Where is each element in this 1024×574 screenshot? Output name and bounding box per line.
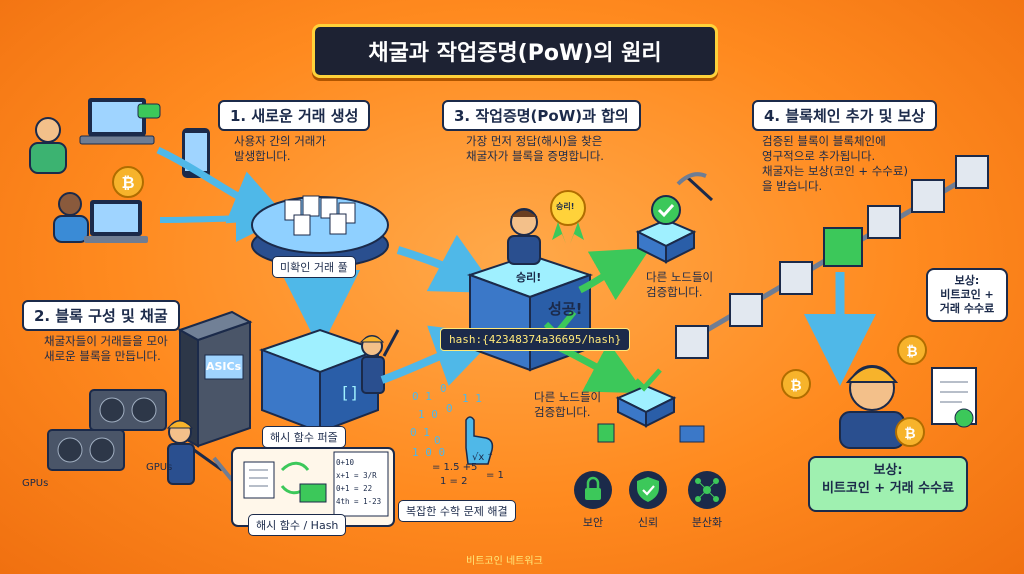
svg-text:√x ⁺: √x ⁺ (472, 452, 493, 463)
bitcoin-coin-icon: ₿ (112, 166, 144, 198)
math-lines: 0+10 x+1 = 3/R 0+1 = 22 4th = 1-23 (336, 456, 381, 508)
svg-text:[]: [] (340, 383, 359, 402)
victory-badge-text: 승리! (556, 202, 575, 211)
step4-desc-line4: 을 받습니다. (762, 179, 823, 193)
lock-icon (574, 471, 612, 509)
step4-header: 4. 블록체인 추가 및 보상 (752, 100, 938, 131)
svg-text:₿: ₿ (121, 173, 134, 192)
reward-miner-icon (839, 365, 905, 449)
svg-text:0: 0 (440, 382, 447, 395)
reward-bubble-line3: 거래 수수료 (939, 302, 995, 315)
network-nodes-icon (688, 471, 726, 509)
svg-text:1 1: 1 1 (462, 392, 482, 405)
victory-badge-icon (550, 190, 586, 244)
mining-block-cube-icon: [] (259, 328, 381, 434)
verify-node-bottom-icon (597, 368, 705, 443)
reward-box-line1: 보상: (873, 463, 903, 478)
step4-desc-line1: 검증된 블록이 블록체인에 (762, 134, 886, 148)
asics-machine-icon (177, 310, 253, 448)
svg-text:= 1: = 1 (486, 470, 504, 481)
step3-header: 3. 작업증명(PoW)과 합의 (442, 100, 641, 131)
reward-bubble-line2: 비트코인 + (940, 288, 994, 301)
blockchain-chain-icon (675, 155, 989, 359)
user-laptop-2-icon (53, 192, 148, 243)
math-line: x+1 = 3/R (336, 471, 377, 480)
math-line: 0+1 = 22 (336, 484, 373, 493)
svg-text:1 = 2: 1 = 2 (440, 476, 467, 487)
miner-with-pickaxe-icon (166, 420, 234, 485)
verify-bottom-line2: 검증합니다. (534, 405, 591, 419)
user-laptop-icon (29, 98, 161, 174)
svg-text:₿: ₿ (904, 426, 915, 442)
svg-text:0: 0 (434, 434, 441, 447)
step4-desc: 검증된 블록이 블록체인에 영구적으로 추가됩니다. 채굴자는 보상(코인 + … (762, 134, 908, 194)
winner-label: 승리! (512, 268, 546, 286)
hash-function-label: 해시 함수 / Hash (248, 514, 347, 536)
step3-desc-line1: 가장 먼저 정답(해시)을 찾은 (466, 134, 603, 148)
math-line: 0+10 (336, 458, 355, 467)
success-label: 성공! (548, 300, 583, 318)
hash-value-bar: hash:{42348374a36695/hash} (440, 328, 631, 351)
svg-text:₿: ₿ (790, 378, 801, 394)
step2-header: 2. 블록 구성 및 채굴 (22, 300, 180, 331)
bitcoin-coins-icon: ₿ ₿ ₿ (781, 335, 927, 447)
svg-text:0: 0 (446, 402, 453, 415)
transaction-pool-label: 미확인 거래 풀 (272, 256, 356, 278)
step3-desc-line2: 채굴자가 블록을 증명합니다. (466, 149, 604, 163)
math-line: 4th = 1-23 (336, 497, 382, 506)
step2-desc-line1: 채굴자들이 거래들을 모아 (44, 334, 168, 348)
step1-desc: 사용자 간의 거래가 발생합니다. (234, 134, 326, 164)
step4-desc-line2: 영구적으로 추가됩니다. (762, 149, 876, 163)
asics-label: ASICs (206, 360, 242, 373)
verify-top-line2: 검증합니다. (646, 285, 703, 299)
reward-bubble-line1: 보상: (954, 274, 980, 287)
gpus-label-2: GPUs (22, 478, 49, 489)
footer-label: 비트코인 네트워크 (466, 556, 543, 567)
step2-desc: 채굴자들이 거래들을 모아 새로운 블록을 만듭니다. (44, 334, 168, 364)
hash-puzzle-label: 해시 함수 퍼즐 (262, 426, 346, 448)
step2-desc-line2: 새로운 블록을 만듭니다. (44, 349, 161, 363)
verify-bottom-label: 다른 노드들이 검증합니다. (534, 390, 601, 420)
verify-top-label: 다른 노드들이 검증합니다. (646, 270, 713, 300)
svg-text:0 1: 0 1 (410, 426, 430, 439)
gpu-cards-icon (47, 389, 167, 471)
feature-trust-label: 신뢰 (637, 516, 659, 529)
svg-text:1 0 0: 1 0 0 (412, 446, 445, 459)
svg-text:= 1.5 +5: = 1.5 +5 (432, 462, 477, 473)
svg-text:0 1: 0 1 (412, 390, 432, 403)
step3-desc: 가장 먼저 정답(해시)을 찾은 채굴자가 블록을 증명합니다. (466, 134, 604, 164)
miner-2-icon (359, 329, 400, 394)
step1-desc-line1: 사용자 간의 거래가 (234, 134, 326, 148)
reward-bubble: 보상: 비트코인 + 거래 수수료 (926, 268, 1008, 322)
svg-text:1 0: 1 0 (418, 408, 438, 421)
svg-text:₿: ₿ (906, 344, 917, 360)
step1-desc-line2: 발생합니다. (234, 149, 291, 163)
page-title: 채굴과 작업증명(PoW)의 원리 (312, 24, 718, 78)
verify-bottom-line1: 다른 노드들이 (534, 390, 602, 404)
math-formula-icon: = 1.5 +5√x ⁺ 1 = 2 = 1 (432, 452, 504, 487)
feature-security-label: 보안 (582, 516, 604, 529)
hand-pointer-icon (465, 416, 494, 465)
feature-decentralization-label: 분산화 (691, 516, 723, 529)
shield-check-icon (629, 471, 667, 509)
verify-top-line1: 다른 노드들이 (646, 270, 714, 284)
hash-puzzle-panel (231, 447, 395, 527)
reward-box-line2: 비트코인 + 거래 수수료 (821, 481, 955, 496)
certificate-icon (931, 367, 977, 428)
gpus-label-1: GPUs (146, 462, 173, 473)
reward-box: 보상: 비트코인 + 거래 수수료 (808, 456, 968, 512)
step1-header: 1. 새로운 거래 생성 (218, 100, 371, 131)
verify-node-top-icon (635, 172, 714, 264)
complex-math-label: 복잡한 수학 문제 해결 (398, 500, 516, 522)
step4-desc-line3: 채굴자는 보상(코인 + 수수료) (762, 164, 908, 178)
